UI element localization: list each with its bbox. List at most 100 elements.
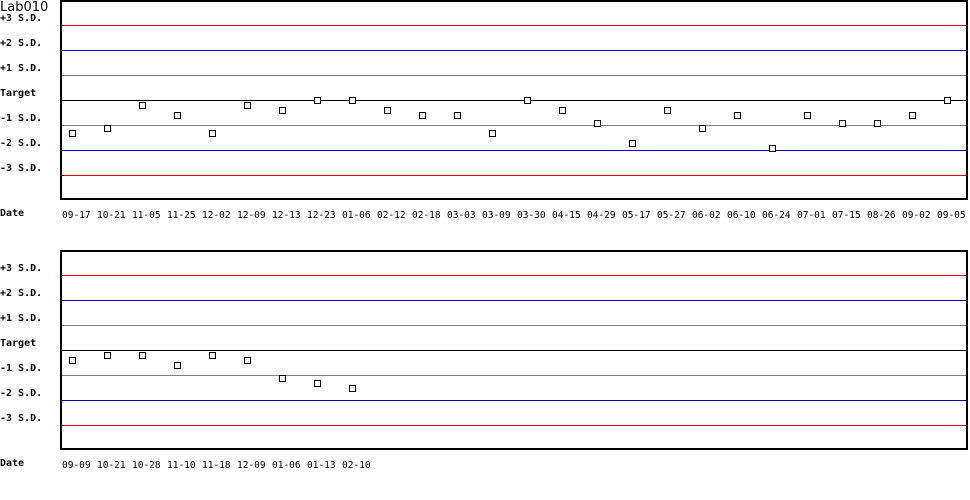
reference-line	[62, 25, 966, 26]
y-axis-label: -3 S.D.	[0, 413, 43, 424]
data-point	[769, 144, 776, 152]
data-point	[629, 139, 636, 147]
x-tick-label: 06-02	[692, 210, 721, 221]
x-tick-label: 09-09	[62, 460, 91, 471]
x-tick-label: 03-09	[482, 210, 511, 221]
x-tick-label: 12-13	[272, 210, 301, 221]
data-point	[839, 119, 846, 127]
reference-line	[62, 400, 966, 401]
x-tick-label: 01-06	[272, 460, 301, 471]
x-tick-label: 11-05	[132, 210, 161, 221]
reference-line	[62, 100, 966, 101]
x-tick-label: 05-27	[657, 210, 686, 221]
x-tick-label: 09-02	[902, 210, 931, 221]
reference-line	[62, 75, 966, 76]
data-point	[559, 107, 566, 114]
y-axis-label: -1 S.D.	[0, 363, 43, 374]
data-point	[944, 97, 951, 104]
data-point	[419, 112, 426, 119]
data-point	[209, 352, 216, 359]
x-tick-label: 09-17	[62, 210, 91, 221]
y-axis-label: Target	[0, 88, 37, 99]
x-tick-label: 08-26	[867, 210, 896, 221]
x-tick-label: 10-28	[132, 460, 161, 471]
reference-line	[62, 175, 966, 176]
data-point	[384, 107, 391, 114]
reference-line	[62, 425, 966, 426]
control-chart-plot	[60, 0, 968, 200]
x-tick-label: 01-13	[307, 460, 336, 471]
data-point	[664, 107, 671, 114]
data-point	[104, 124, 111, 132]
y-axis-label: -1 S.D.	[0, 113, 43, 124]
x-tick-label: 11-25	[167, 210, 196, 221]
y-axis-label: +2 S.D.	[0, 38, 43, 49]
x-tick-label: 07-15	[832, 210, 861, 221]
x-axis-label: Date	[0, 458, 25, 469]
reference-line	[62, 275, 966, 276]
data-point	[174, 362, 181, 369]
x-tick-label: 02-10	[342, 460, 371, 471]
x-tick-label: 04-15	[552, 210, 581, 221]
y-axis-label: +1 S.D.	[0, 63, 43, 74]
reference-line	[62, 375, 966, 376]
data-point	[349, 97, 356, 104]
x-tick-label: 03-03	[447, 210, 476, 221]
reference-line	[62, 300, 966, 301]
data-point	[139, 352, 146, 359]
data-point	[524, 97, 531, 104]
x-tick-label: 12-09	[237, 460, 266, 471]
data-point	[174, 112, 181, 119]
reference-line	[62, 350, 966, 351]
data-point	[314, 379, 321, 387]
x-tick-label: 06-10	[727, 210, 756, 221]
data-point	[279, 107, 286, 114]
data-point	[489, 129, 496, 137]
data-point	[244, 102, 251, 109]
x-axis-label: Date	[0, 208, 25, 219]
x-tick-label: 11-10	[167, 460, 196, 471]
data-point	[909, 112, 916, 119]
x-tick-label: 02-12	[377, 210, 406, 221]
data-point	[139, 102, 146, 109]
x-tick-label: 02-18	[412, 210, 441, 221]
x-tick-label: 12-23	[307, 210, 336, 221]
data-point	[209, 129, 216, 137]
x-tick-label: 10-21	[97, 460, 126, 471]
y-axis-label: +3 S.D.	[0, 263, 43, 274]
x-tick-label: 07-01	[797, 210, 826, 221]
reference-line	[62, 325, 966, 326]
y-axis-label: Target	[0, 338, 37, 349]
data-point	[279, 374, 286, 382]
reference-line	[62, 50, 966, 51]
reference-line	[62, 125, 966, 126]
reference-line	[62, 150, 966, 151]
x-tick-label: 01-06	[342, 210, 371, 221]
data-point	[314, 97, 321, 104]
data-point	[454, 112, 461, 119]
y-axis-label: +2 S.D.	[0, 288, 43, 299]
x-tick-label: 09-05	[937, 210, 966, 221]
data-point	[244, 357, 251, 364]
data-point	[734, 112, 741, 119]
x-tick-label: 12-02	[202, 210, 231, 221]
y-axis-label: +3 S.D.	[0, 13, 43, 24]
data-point	[349, 384, 356, 392]
data-point	[804, 112, 811, 119]
control-chart-plot	[60, 250, 968, 450]
y-axis-label: -2 S.D.	[0, 388, 43, 399]
data-point	[594, 119, 601, 127]
data-point	[69, 357, 76, 364]
x-tick-label: 06-24	[762, 210, 791, 221]
x-tick-label: 12-09	[237, 210, 266, 221]
y-axis-label: -2 S.D.	[0, 138, 43, 149]
chart-title: Lab010	[0, 0, 49, 15]
x-tick-label: 05-17	[622, 210, 651, 221]
x-tick-label: 04-29	[587, 210, 616, 221]
data-point	[699, 124, 706, 132]
data-point	[69, 129, 76, 137]
data-point	[104, 352, 111, 359]
data-point	[874, 119, 881, 127]
x-tick-label: 10-21	[97, 210, 126, 221]
y-axis-label: +1 S.D.	[0, 313, 43, 324]
